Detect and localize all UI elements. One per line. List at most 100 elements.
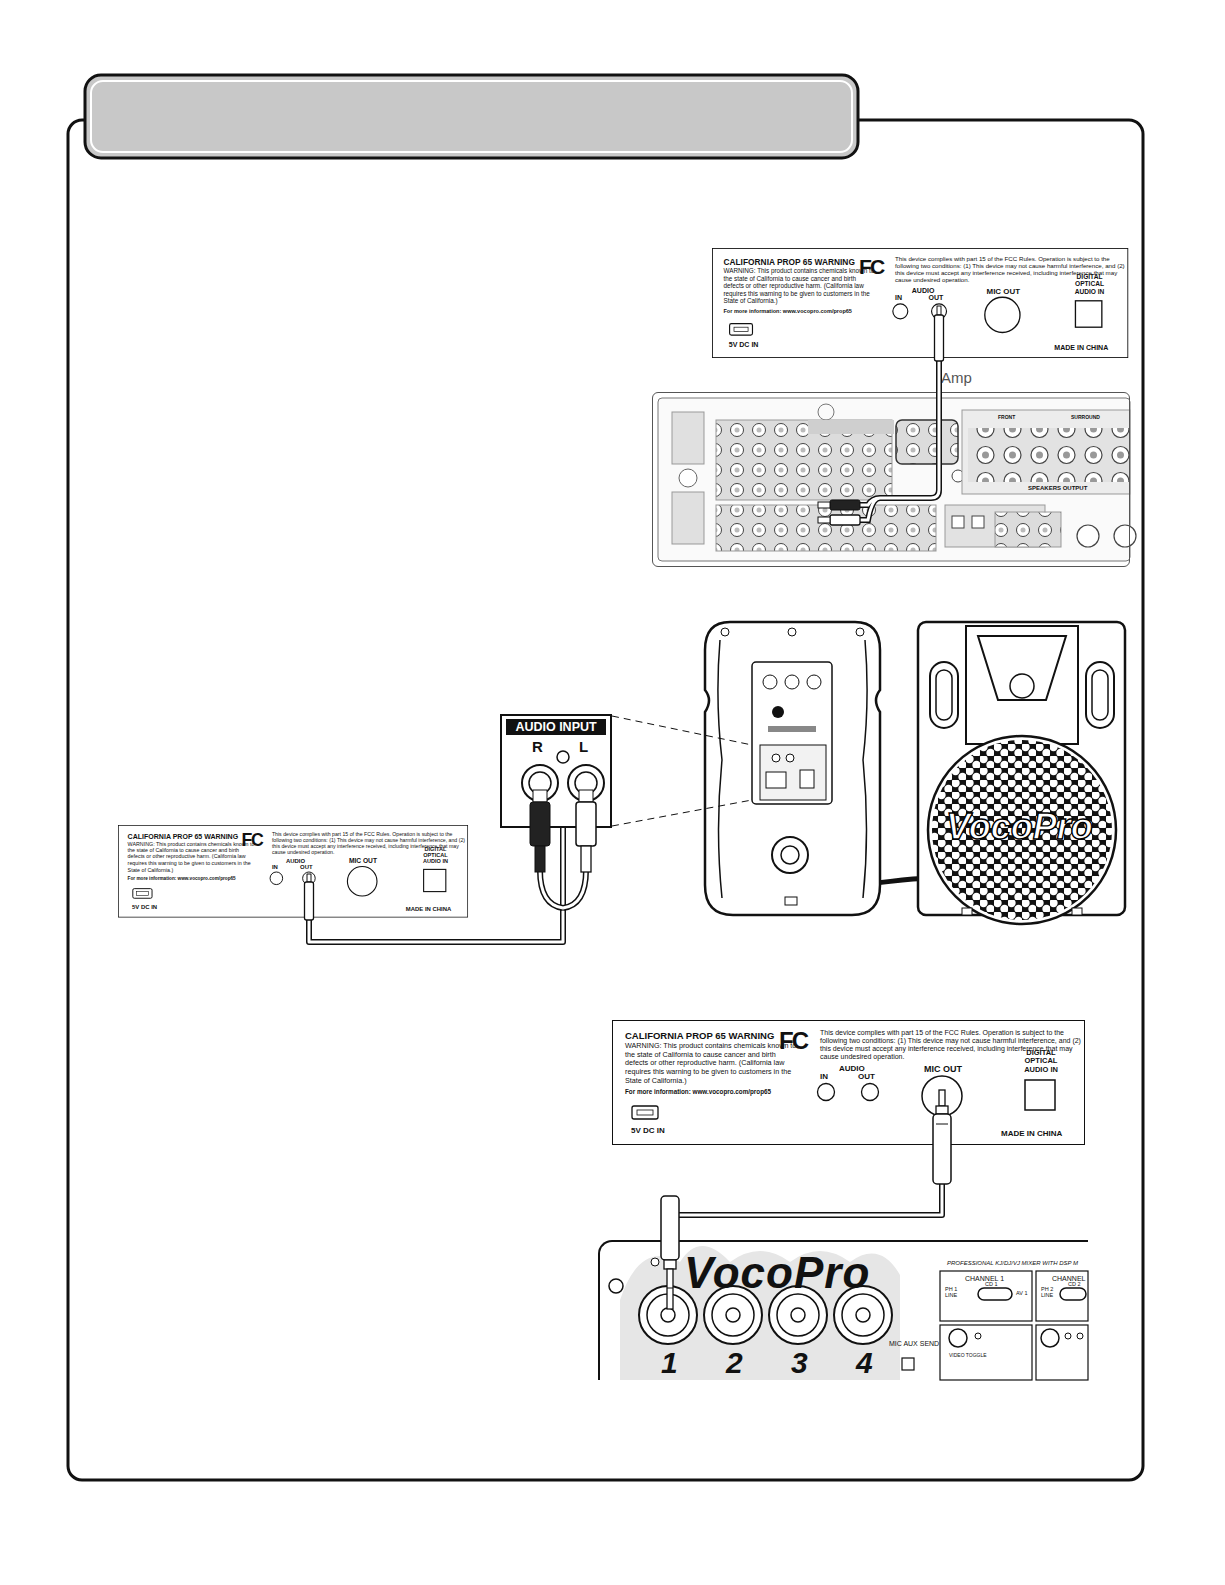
amp-wiring bbox=[830, 500, 860, 510]
speaker-front bbox=[928, 736, 1116, 924]
amplifier: AmpFRONTSURROUNDSPEAKERS OUTPUT bbox=[652, 392, 1130, 567]
panel-text: AV 1 bbox=[1016, 1290, 1036, 1296]
panel-text: Amp bbox=[941, 369, 1001, 386]
inset-leader-lines bbox=[612, 716, 752, 745]
panel-text: For more information: www.vocopro.com/pr… bbox=[723, 308, 899, 314]
rca-plugs bbox=[581, 846, 591, 872]
amp-wiring bbox=[818, 502, 830, 508]
amp-rear-panel bbox=[672, 492, 704, 544]
rca-plugs bbox=[533, 790, 547, 802]
mixer-panel bbox=[856, 1308, 870, 1322]
panel-text: DIGITAL OPTICAL AUDIO IN bbox=[417, 846, 454, 864]
title-tab bbox=[85, 75, 858, 158]
amp-rear-panel bbox=[818, 404, 834, 420]
panel-jacks bbox=[632, 1076, 1055, 1119]
amp-rear-panel bbox=[1077, 525, 1099, 547]
mixer-panel bbox=[1036, 1271, 1088, 1321]
audio-input-jacks bbox=[522, 765, 558, 801]
mixer-panel bbox=[661, 1308, 675, 1322]
speaker-rear bbox=[781, 846, 799, 864]
speaker-rear bbox=[763, 675, 777, 689]
panel-text: OUT bbox=[300, 863, 322, 870]
quarter-inch-plug bbox=[936, 1124, 948, 1125]
panel-text: CD 1 bbox=[985, 1281, 1005, 1287]
mixer-panel bbox=[940, 1325, 1032, 1380]
rca-plugs bbox=[530, 790, 596, 908]
audio-cable bbox=[670, 1145, 942, 1240]
speaker-front bbox=[1086, 662, 1114, 728]
panel-text: WARNING: This product contains chemicals… bbox=[625, 1042, 797, 1085]
panel-text: 5V DC IN bbox=[132, 903, 176, 910]
amp-rear-panel bbox=[945, 505, 1045, 547]
mixer-panel bbox=[842, 1294, 884, 1336]
mini-plug bbox=[305, 882, 314, 920]
mixer-panel bbox=[978, 1288, 1012, 1300]
speaker-front bbox=[966, 626, 1078, 744]
panel-text: IN bbox=[895, 294, 913, 302]
panel-text: DIGITAL OPTICAL AUDIO IN bbox=[1016, 1049, 1066, 1074]
panel-text: WARNING: This product contains chemicals… bbox=[723, 267, 874, 305]
rca-plugs bbox=[576, 802, 596, 846]
mixer-panel bbox=[975, 1333, 981, 1339]
speaker-front bbox=[1072, 908, 1082, 915]
panel-text: PH 1 LINE bbox=[945, 1286, 963, 1298]
audio-input-jacks bbox=[557, 751, 569, 763]
inset-leader-lines bbox=[612, 716, 752, 826]
audio-cable bbox=[939, 358, 940, 392]
device-rear-panel: CALIFORNIA PROP 65 WARNINGWARNING: This … bbox=[118, 825, 468, 918]
inset-leader-lines bbox=[612, 800, 752, 826]
mini-plug bbox=[935, 306, 944, 361]
speaker-rear bbox=[772, 837, 808, 873]
speaker-rear bbox=[766, 772, 786, 788]
speaker-front bbox=[928, 736, 1116, 924]
quarter-inch-plug bbox=[661, 1196, 679, 1260]
panel-text: VocoPro bbox=[684, 1248, 884, 1299]
panel-text: MADE IN CHINA bbox=[1054, 344, 1126, 352]
quarter-inch-plug bbox=[667, 1288, 673, 1289]
panel-text: For more information: www.vocopro.com/pr… bbox=[625, 1088, 825, 1095]
page-frame bbox=[68, 120, 1143, 1480]
speaker-rear bbox=[760, 745, 826, 800]
audio-input-jacks bbox=[568, 765, 604, 801]
speaker-rear bbox=[705, 622, 880, 915]
mixer-panel bbox=[1041, 1329, 1059, 1347]
panel-text: MIC OUT bbox=[987, 287, 1040, 296]
panel-text: MADE IN CHINA bbox=[406, 906, 467, 913]
panel-text: 1 bbox=[661, 1346, 685, 1381]
panel-text: MADE IN CHINA bbox=[1001, 1129, 1083, 1138]
amp-rear-panel bbox=[1114, 525, 1136, 547]
speaker-cable bbox=[790, 855, 930, 884]
amp-rear-panel bbox=[896, 420, 958, 464]
amp-wiring bbox=[818, 392, 939, 525]
mini-plug bbox=[937, 306, 941, 315]
amp-rear-panel bbox=[972, 516, 984, 528]
panel-text: 2 bbox=[726, 1346, 750, 1381]
speaker-rear bbox=[721, 628, 729, 636]
amp-rear-panel bbox=[658, 398, 1136, 561]
speaker-front bbox=[918, 622, 1125, 915]
panel-text: FC bbox=[242, 830, 275, 850]
quarter-inch-plug bbox=[933, 1090, 951, 1184]
speaker-front bbox=[918, 622, 1125, 924]
mixer-panel bbox=[1060, 1288, 1086, 1300]
panel-text: PROFESSIONAL KJ/DJ/VJ MIXER WITH DSP M bbox=[947, 1260, 1089, 1267]
quarter-inch-plug bbox=[936, 1106, 948, 1114]
speaker-front bbox=[936, 670, 952, 720]
panel-text: VIDEO TOGGLE bbox=[949, 1353, 999, 1359]
rca-plugs bbox=[535, 846, 545, 872]
panel-text: PH 2 LINE bbox=[1041, 1286, 1059, 1298]
mixer-panel bbox=[726, 1308, 740, 1322]
amp-wiring bbox=[818, 517, 830, 523]
amp-rear-panel bbox=[952, 516, 964, 528]
amp-rear-panel bbox=[962, 410, 1130, 494]
rca-plugs bbox=[540, 870, 586, 908]
mini-plug bbox=[935, 315, 944, 361]
speaker-rear bbox=[807, 675, 821, 689]
amp-rear-panel bbox=[968, 428, 1130, 482]
panel-jacks bbox=[133, 866, 446, 898]
panel-text: AUDIO bbox=[839, 1064, 879, 1073]
mixer-panel bbox=[712, 1294, 754, 1336]
mixer-panel bbox=[609, 1246, 1088, 1380]
